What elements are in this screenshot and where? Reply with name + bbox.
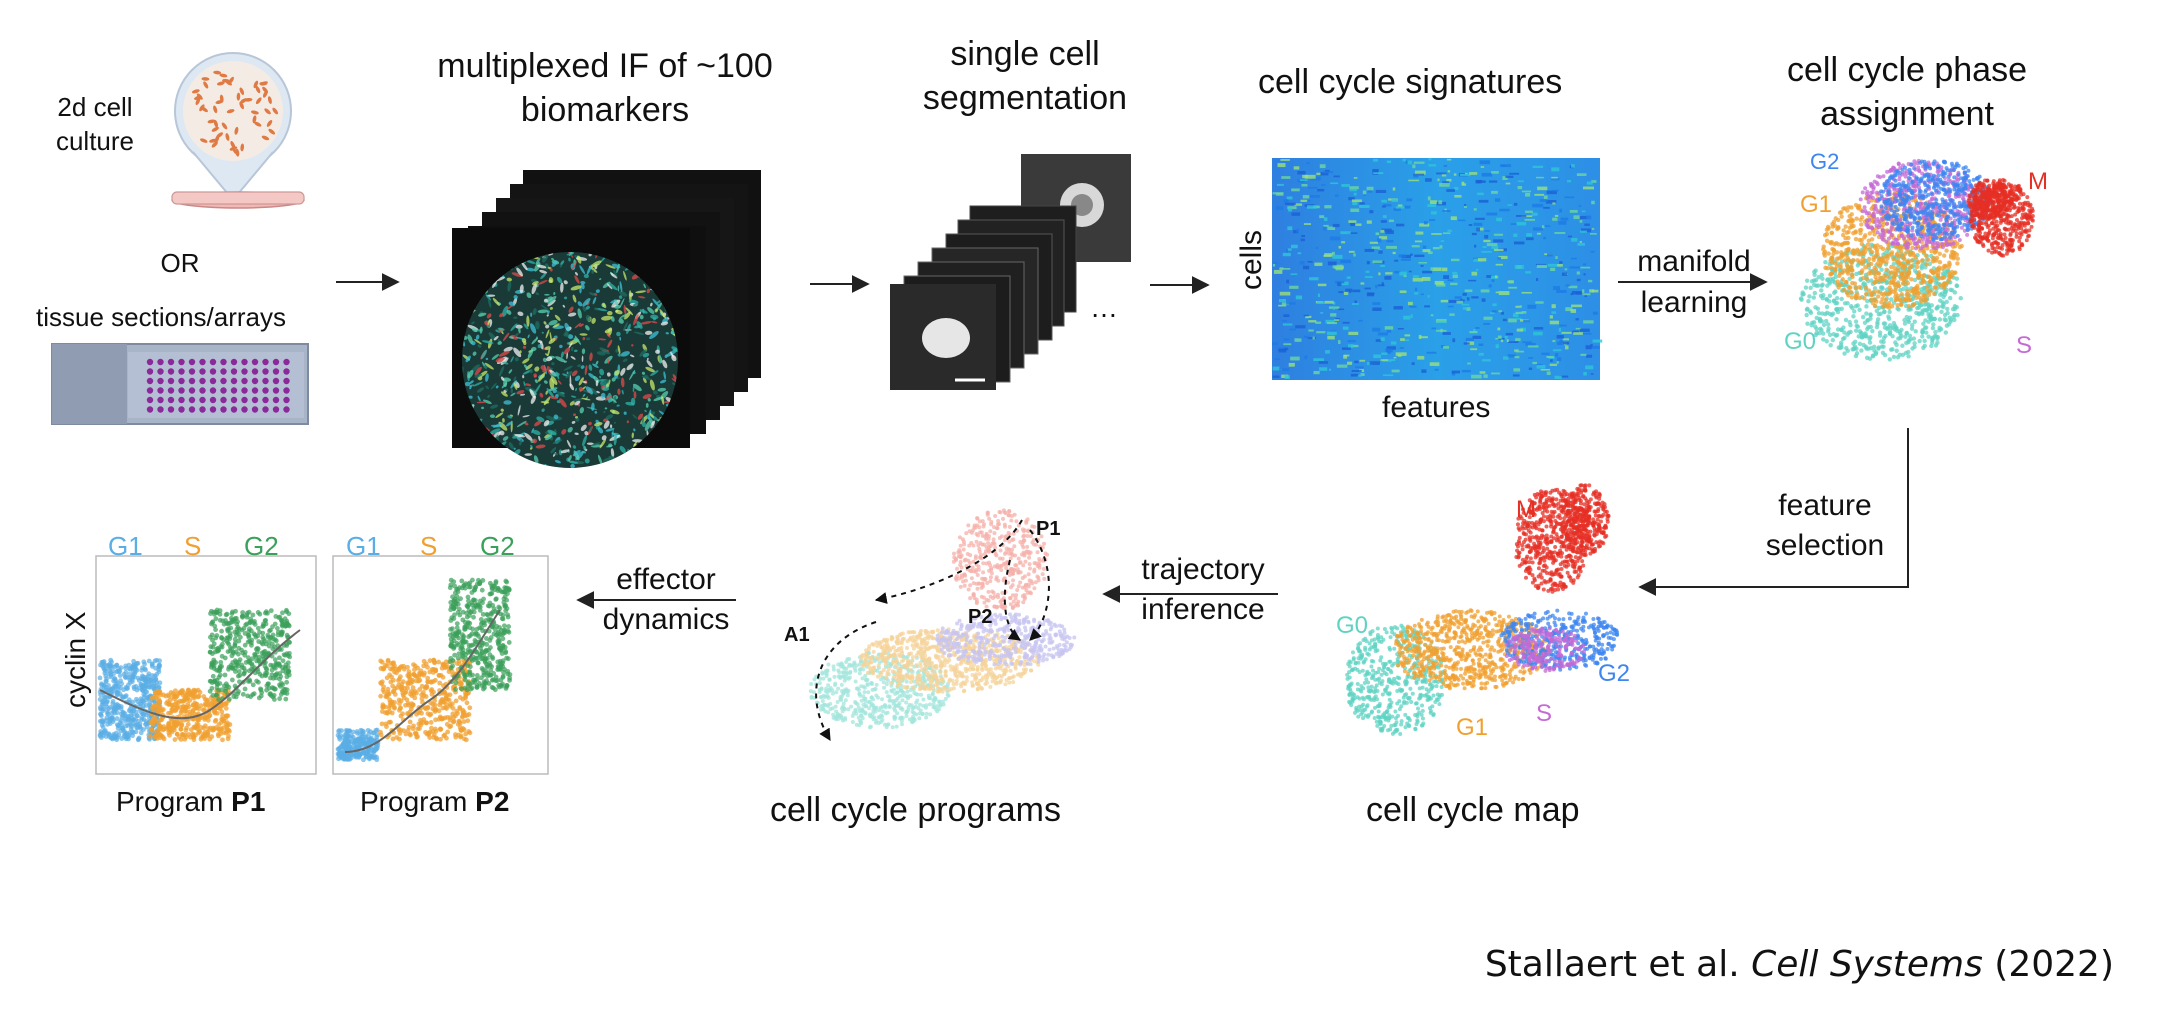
effector-label: effector dynamics <box>602 563 730 636</box>
phase-label-g2-top: G2 <box>1810 149 1840 174</box>
heatmap-ylabel: cells <box>1235 229 1268 290</box>
programs-title: cell cycle programs <box>770 791 1061 829</box>
phase-label-g0-map: G0 <box>1336 612 1369 639</box>
scatter-plot-p2 <box>332 555 549 775</box>
map-title: cell cycle map <box>1366 791 1580 829</box>
phase-label-g0-top: G0 <box>1784 328 1817 355</box>
phase-assignment-manifold <box>1798 158 2035 362</box>
phase-label-m-top: M <box>2028 168 2048 195</box>
program-label-a1: A1 <box>784 624 810 646</box>
culture-label: 2d cell culture <box>55 92 135 156</box>
program-label-p2: P2 <box>968 606 993 628</box>
or-label: OR <box>160 248 200 278</box>
program-label-p1: P1 <box>1036 518 1061 540</box>
legend-s-left: S <box>184 531 202 561</box>
multiplexed-title: multiplexed IF of ~100 biomarkers <box>437 47 773 129</box>
phase-label-m-map: M <box>1516 496 1536 523</box>
feature-selection-label: feature selection <box>1765 489 1885 562</box>
legend-s-right: S <box>420 531 438 561</box>
legend-g2-right: G2 <box>480 531 515 561</box>
segmentation-ellipsis: … <box>1090 292 1118 323</box>
culture-dish-icon <box>171 52 305 209</box>
signatures-title: cell cycle signatures <box>1258 63 1563 101</box>
cell-cycle-programs-map <box>808 508 1077 742</box>
plot-xlabel-p2: Program P2 <box>360 786 510 817</box>
phase-label-g2-map: G2 <box>1598 660 1631 687</box>
legend-g1-right: G1 <box>346 531 381 561</box>
scatter-plot-p1 <box>95 555 317 775</box>
manifold-label-2: learning <box>1640 286 1748 319</box>
tissue-label: tissue sections/arrays <box>36 302 286 332</box>
arrow-feature-selection <box>1638 428 1909 596</box>
phase-label-g1-map: G1 <box>1456 714 1489 741</box>
heatmap-xlabel: features <box>1382 391 1491 424</box>
phase-label-g1-top: G1 <box>1800 191 1833 218</box>
citation: Stallaert et al. Cell Systems (2022) <box>1484 944 2114 985</box>
phase-label-s-top: S <box>2016 332 2033 359</box>
plot-xlabel-p1: Program P1 <box>116 786 266 817</box>
segmentation-title: single cell segmentation <box>922 35 1128 117</box>
plot-ylabel: cyclin X <box>60 611 91 708</box>
tissue-slide-icon <box>51 343 309 425</box>
trajectory-label: trajectory inference <box>1141 553 1265 626</box>
signature-heatmap <box>1272 158 1603 380</box>
cell-cycle-map <box>1345 483 1620 736</box>
legend-g2-left: G2 <box>244 531 279 561</box>
phase-label-s-map: S <box>1536 700 1553 727</box>
legend-g1-left: G1 <box>108 531 143 561</box>
phase-assignment-title: cell cycle phase assignment <box>1786 51 2027 133</box>
segmentation-stack <box>890 154 1131 390</box>
manifold-label-1: manifold <box>1637 245 1751 278</box>
if-image-stack <box>452 170 761 468</box>
